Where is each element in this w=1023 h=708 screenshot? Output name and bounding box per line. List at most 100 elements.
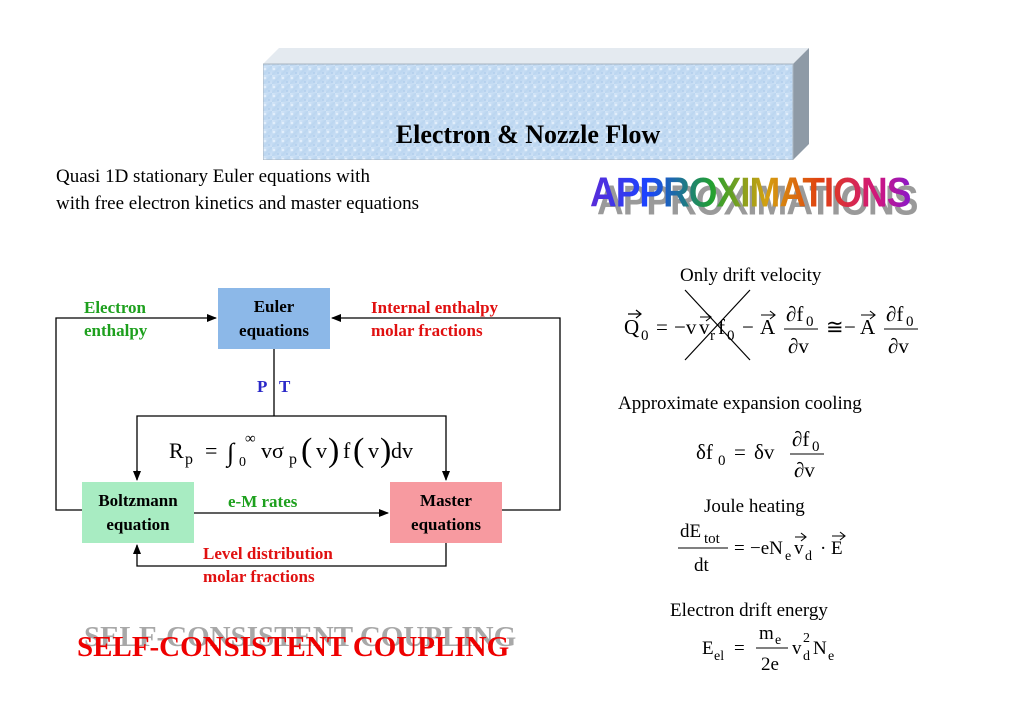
- temperature-label: T: [279, 377, 291, 396]
- svg-text:dE: dE: [680, 521, 701, 542]
- title-banner-shape: [263, 48, 809, 160]
- joule-heating-label: Joule heating: [704, 496, 805, 517]
- drift-velocity-label: Only drift velocity: [680, 265, 822, 286]
- svg-text:∂f: ∂f: [786, 302, 803, 326]
- svg-text:−: −: [742, 315, 754, 339]
- svg-text:E: E: [702, 638, 714, 659]
- svg-text:(: (: [353, 432, 364, 468]
- svg-text:p: p: [289, 451, 297, 468]
- svg-text:=: =: [734, 638, 745, 659]
- svg-text:e: e: [775, 633, 781, 648]
- svg-text:∫: ∫: [225, 438, 236, 468]
- svg-text:−v: −v: [674, 315, 697, 339]
- svg-text:tot: tot: [704, 531, 721, 547]
- self-consistent-coupling-text: SELF-CONSISTENT COUPLING: [77, 631, 510, 663]
- euler-box-line-1: Euler: [253, 296, 295, 316]
- svg-text:∂f: ∂f: [792, 427, 809, 451]
- svg-text:=: =: [656, 315, 668, 339]
- svg-text:p: p: [185, 451, 193, 468]
- svg-text:Q: Q: [624, 315, 639, 339]
- internal-enthalpy-line-1: Internal enthalpy: [371, 298, 499, 317]
- intro-text: Quasi 1D stationary Euler equations with…: [56, 163, 419, 217]
- coupling-shadow: SELF-CONSISTENT COUPLING: [84, 621, 517, 653]
- svg-text:=: =: [734, 440, 746, 464]
- svg-text:(: (: [301, 432, 312, 468]
- svg-text:A: A: [860, 315, 876, 339]
- svg-text:N: N: [813, 638, 827, 659]
- svg-text:r: r: [710, 328, 715, 344]
- boltzmann-box-line-2: equation: [106, 514, 170, 534]
- svg-text:2e: 2e: [761, 654, 779, 675]
- svg-text:): ): [328, 432, 339, 468]
- svg-text:f: f: [343, 438, 351, 463]
- em-rates-label: e-M rates: [228, 492, 298, 511]
- electron-enthalpy-line-2: enthalpy: [84, 321, 148, 340]
- svg-text:e: e: [785, 549, 791, 564]
- svg-text:0: 0: [641, 328, 649, 344]
- rate-integral-equation: R p = ∫ 0 ∞ vσ p ( v ) f ( v ) dv: [169, 431, 413, 468]
- svg-text:E: E: [831, 538, 843, 559]
- svg-text:∞: ∞: [245, 431, 256, 447]
- master-box-line-1: Master: [420, 490, 472, 510]
- svg-text:=: =: [205, 438, 217, 463]
- svg-text:0: 0: [906, 314, 914, 330]
- svg-text:δf: δf: [696, 440, 713, 464]
- page-title: Electron & Nozzle Flow: [395, 120, 661, 149]
- svg-text:−eN: −eN: [750, 538, 783, 559]
- internal-enthalpy-line-2: molar fractions: [371, 321, 483, 340]
- svg-text:): ): [380, 432, 391, 468]
- svg-text:e: e: [828, 649, 834, 664]
- expansion-cooling-label: Approximate expansion cooling: [618, 393, 862, 414]
- approximations-shadow: APPROXIMATIONS: [597, 180, 918, 221]
- svg-text:−: −: [844, 315, 856, 339]
- svg-text:0: 0: [806, 314, 814, 330]
- level-distribution-line-1: Level distribution: [203, 544, 333, 563]
- electron-enthalpy-label: Electron enthalpy: [84, 296, 147, 342]
- svg-text:v: v: [699, 315, 710, 339]
- svg-text:0: 0: [812, 439, 820, 455]
- svg-text:∂v: ∂v: [888, 334, 909, 358]
- svg-text:d: d: [805, 549, 812, 564]
- level-distribution-line-2: molar fractions: [203, 567, 315, 586]
- svg-text:0: 0: [727, 328, 735, 344]
- svg-text:∂v: ∂v: [788, 334, 809, 358]
- svg-text:v: v: [792, 638, 802, 659]
- svg-text:R: R: [169, 438, 184, 463]
- electron-enthalpy-line-1: Electron: [84, 298, 147, 317]
- pressure-label: P: [257, 377, 268, 396]
- master-equations-box: Master equations: [390, 482, 502, 543]
- svg-text:m: m: [759, 623, 774, 644]
- approximations-heading: APPROXIMATIONS: [590, 169, 911, 216]
- intro-line-2: with free electron kinetics and master e…: [56, 193, 419, 214]
- drift-energy-equation: E el = m e 2e v 2 d N e: [702, 623, 834, 675]
- svg-text:el: el: [714, 649, 724, 664]
- intro-line-1: Quasi 1D stationary Euler equations with: [56, 166, 370, 187]
- svg-text:vσ: vσ: [261, 438, 284, 463]
- svg-text:v: v: [794, 538, 804, 559]
- master-box-line-2: equations: [411, 514, 481, 534]
- svg-text:f: f: [718, 315, 725, 339]
- euler-box-line-2: equations: [239, 320, 309, 340]
- svg-text:·: ·: [820, 538, 826, 559]
- q0-equation: Q 0 = −v v r f 0 − A ∂f 0 ∂v ≅ − A ∂f 0 …: [624, 289, 918, 361]
- boltzmann-equation-box: Boltzmann equation: [82, 482, 194, 543]
- joule-heating-equation: dE tot dt = −eN e v d · E: [678, 521, 846, 576]
- drift-energy-label: Electron drift energy: [670, 600, 828, 621]
- svg-text:≅: ≅: [826, 315, 844, 339]
- svg-text:2: 2: [803, 631, 810, 646]
- svg-text:∂f: ∂f: [886, 302, 903, 326]
- svg-text:v: v: [368, 438, 379, 463]
- level-distribution-label: Level distribution molar fractions: [203, 542, 333, 588]
- expansion-cooling-equation: δf 0 = δv ∂f 0 ∂v: [696, 427, 824, 482]
- svg-text:d: d: [803, 649, 810, 664]
- title-banner: Electron & Nozzle Flow: [263, 48, 809, 160]
- svg-text:A: A: [760, 315, 776, 339]
- internal-enthalpy-label: Internal enthalpy molar fractions: [371, 296, 498, 342]
- svg-text:∂v: ∂v: [794, 458, 815, 482]
- euler-equations-box: Euler equations: [218, 288, 330, 349]
- svg-text:dv: dv: [391, 438, 413, 463]
- boltzmann-box-line-1: Boltzmann: [98, 490, 178, 510]
- svg-text:0: 0: [718, 453, 726, 469]
- svg-text:v: v: [316, 438, 327, 463]
